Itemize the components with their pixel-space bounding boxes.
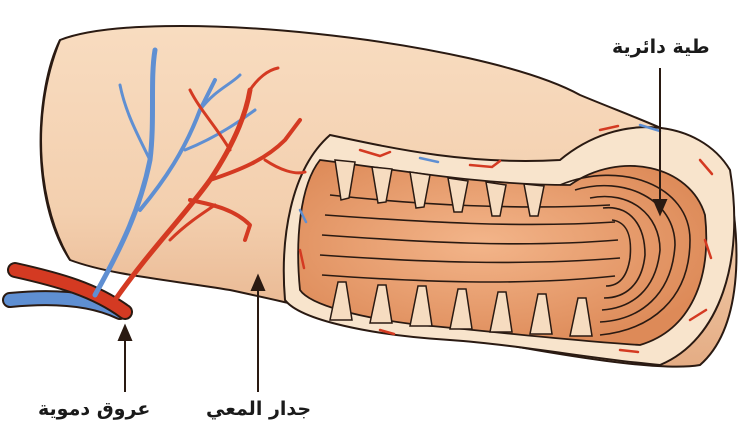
label-circular-folds: طية دائرية — [612, 36, 710, 58]
label-blood-vessels: عروق دموية — [38, 398, 150, 420]
label-intestine-wall: جدار المعي — [206, 398, 311, 420]
